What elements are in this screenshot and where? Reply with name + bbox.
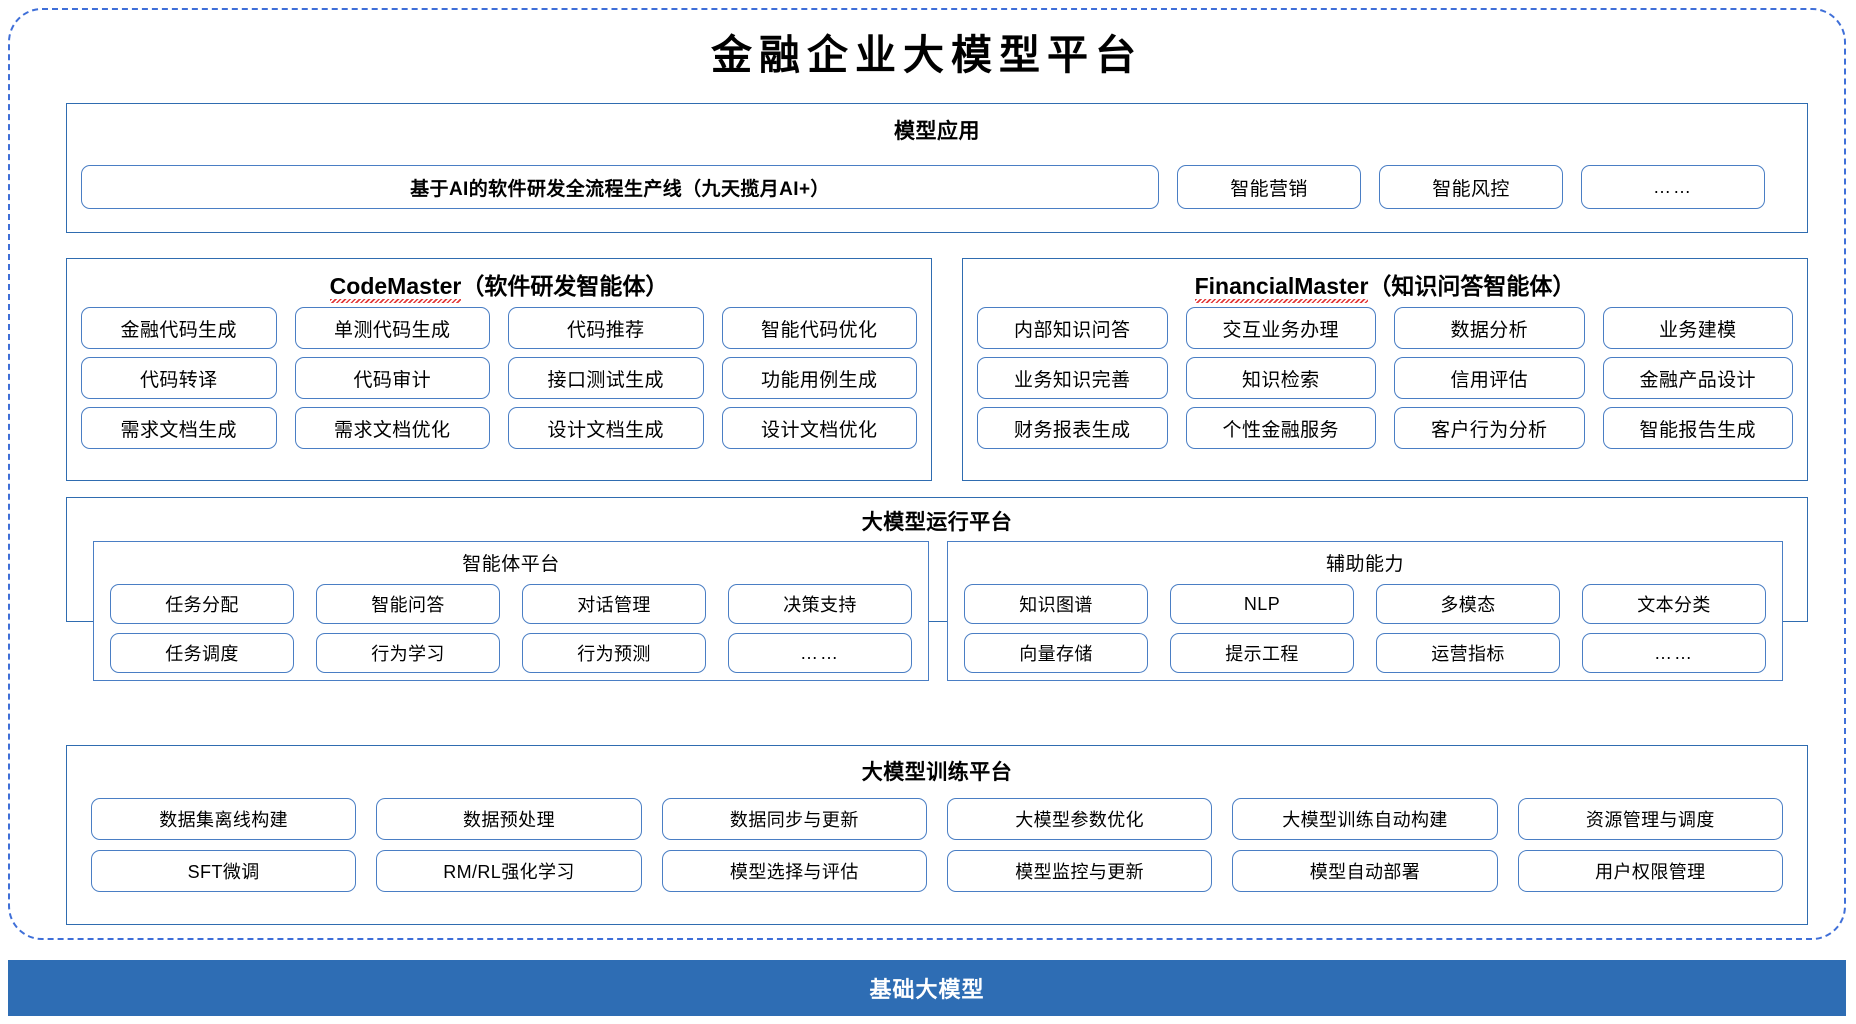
pill-runtime-feature[interactable]: 决策支持 bbox=[728, 584, 912, 624]
pill-aux-feature[interactable]: NLP bbox=[1170, 584, 1354, 624]
pill-runtime-more[interactable]: …… bbox=[728, 633, 912, 673]
pill-capability[interactable]: 代码推荐 bbox=[508, 307, 704, 349]
pill-training-feature[interactable]: 模型选择与评估 bbox=[661, 850, 927, 892]
financialmaster-capability-grid: 内部知识问答 交互业务办理 数据分析 业务建模 业务知识完善 知识检索 信用评估… bbox=[977, 307, 1793, 449]
pill-capability[interactable]: 需求文档生成 bbox=[81, 407, 277, 449]
pill-runtime-feature[interactable]: 行为学习 bbox=[316, 633, 500, 673]
pill-capability[interactable]: 单测代码生成 bbox=[294, 307, 490, 349]
pill-capability[interactable]: 设计文档生成 bbox=[508, 407, 704, 449]
pill-capability[interactable]: 个性金融服务 bbox=[1185, 407, 1376, 449]
section-training-platform: 大模型训练平台 数据集离线构建 数据预处理 数据同步与更新 大模型参数优化 大模… bbox=[66, 745, 1808, 925]
pill-aux-feature[interactable]: 知识图谱 bbox=[964, 584, 1148, 624]
pill-training-feature[interactable]: 大模型参数优化 bbox=[947, 798, 1213, 840]
pill-training-feature[interactable]: 模型监控与更新 bbox=[947, 850, 1213, 892]
pill-smart-marketing[interactable]: 智能营销 bbox=[1177, 165, 1361, 209]
pill-training-feature[interactable]: 资源管理与调度 bbox=[1517, 798, 1783, 840]
panel-codemaster: CodeMaster（软件研发智能体） 金融代码生成 单测代码生成 代码推荐 智… bbox=[66, 258, 932, 481]
page-title: 金融企业大模型平台 bbox=[711, 31, 1143, 79]
pill-capability[interactable]: 客户行为分析 bbox=[1394, 407, 1585, 449]
pill-capability[interactable]: 代码审计 bbox=[294, 357, 490, 399]
pill-training-feature[interactable]: 大模型训练自动构建 bbox=[1232, 798, 1498, 840]
pill-capability[interactable]: 代码转译 bbox=[81, 357, 277, 399]
pill-capability[interactable]: 需求文档优化 bbox=[294, 407, 490, 449]
financialmaster-suffix: （知识问答智能体） bbox=[1368, 273, 1576, 299]
pill-ai-pipeline[interactable]: 基于AI的软件研发全流程生产线（九天揽月AI+） bbox=[81, 165, 1159, 209]
training-platform-grid: 数据集离线构建 数据预处理 数据同步与更新 大模型参数优化 大模型训练自动构建 … bbox=[91, 798, 1783, 892]
codemaster-name: CodeMaster bbox=[329, 273, 462, 303]
panel-title-financialmaster: FinancialMaster（知识问答智能体） bbox=[963, 267, 1807, 303]
pill-capability[interactable]: 金融产品设计 bbox=[1602, 357, 1793, 399]
pill-training-feature[interactable]: 数据预处理 bbox=[376, 798, 642, 840]
pill-capability[interactable]: 智能代码优化 bbox=[721, 307, 917, 349]
section-title-training-platform: 大模型训练平台 bbox=[861, 761, 1013, 784]
pill-capability[interactable]: 知识检索 bbox=[1185, 357, 1376, 399]
subpanel-agent-platform: 智能体平台 任务分配 智能问答 对话管理 决策支持 任务调度 行为学习 行为预测… bbox=[93, 541, 929, 681]
pill-runtime-feature[interactable]: 智能问答 bbox=[316, 584, 500, 624]
pill-capability[interactable]: 交互业务办理 bbox=[1185, 307, 1376, 349]
pill-capability[interactable]: 业务知识完善 bbox=[977, 357, 1168, 399]
pill-aux-more[interactable]: …… bbox=[1582, 633, 1766, 673]
pill-training-feature[interactable]: 用户权限管理 bbox=[1517, 850, 1783, 892]
pill-aux-feature[interactable]: 提示工程 bbox=[1170, 633, 1354, 673]
pill-more-applications[interactable]: …… bbox=[1581, 165, 1765, 209]
base-model-bar: 基础大模型 bbox=[8, 960, 1846, 1016]
panel-title-codemaster: CodeMaster（软件研发智能体） bbox=[67, 267, 931, 303]
pill-runtime-feature[interactable]: 任务分配 bbox=[110, 584, 294, 624]
pill-capability[interactable]: 信用评估 bbox=[1394, 357, 1585, 399]
auxiliary-ability-grid: 知识图谱 NLP 多模态 文本分类 向量存储 提示工程 运营指标 …… bbox=[964, 584, 1766, 673]
pill-aux-feature[interactable]: 多模态 bbox=[1376, 584, 1560, 624]
subpanel-title-agent-platform: 智能体平台 bbox=[462, 554, 560, 575]
pill-aux-feature[interactable]: 运营指标 bbox=[1376, 633, 1560, 673]
pill-aux-feature[interactable]: 向量存储 bbox=[964, 633, 1148, 673]
base-model-label: 基础大模型 bbox=[869, 977, 985, 1002]
codemaster-suffix: （软件研发智能体） bbox=[461, 273, 669, 299]
section-title-runtime-platform: 大模型运行平台 bbox=[861, 511, 1013, 534]
pill-training-feature[interactable]: 数据同步与更新 bbox=[661, 798, 927, 840]
pill-capability[interactable]: 财务报表生成 bbox=[977, 407, 1168, 449]
pill-capability[interactable]: 接口测试生成 bbox=[508, 357, 704, 399]
pill-training-feature[interactable]: SFT微调 bbox=[91, 850, 357, 892]
pill-runtime-feature[interactable]: 对话管理 bbox=[522, 584, 706, 624]
pill-runtime-feature[interactable]: 行为预测 bbox=[522, 633, 706, 673]
agent-platform-grid: 任务分配 智能问答 对话管理 决策支持 任务调度 行为学习 行为预测 …… bbox=[110, 584, 912, 673]
codemaster-capability-grid: 金融代码生成 单测代码生成 代码推荐 智能代码优化 代码转译 代码审计 接口测试… bbox=[81, 307, 917, 449]
pill-training-feature[interactable]: 模型自动部署 bbox=[1232, 850, 1498, 892]
panel-financialmaster: FinancialMaster（知识问答智能体） 内部知识问答 交互业务办理 数… bbox=[962, 258, 1808, 481]
pill-smart-risk-control[interactable]: 智能风控 bbox=[1379, 165, 1563, 209]
pill-training-feature[interactable]: 数据集离线构建 bbox=[91, 798, 357, 840]
pill-capability[interactable]: 业务建模 bbox=[1602, 307, 1793, 349]
section-runtime-platform: 大模型运行平台 智能体平台 任务分配 智能问答 对话管理 决策支持 任务调度 行… bbox=[66, 497, 1808, 681]
pill-capability[interactable]: 设计文档优化 bbox=[721, 407, 917, 449]
financialmaster-name: FinancialMaster bbox=[1194, 273, 1369, 303]
model-application-items: 基于AI的软件研发全流程生产线（九天揽月AI+） 智能营销 智能风控 …… bbox=[81, 165, 1793, 209]
pill-capability[interactable]: 智能报告生成 bbox=[1602, 407, 1793, 449]
subpanel-auxiliary-ability: 辅助能力 知识图谱 NLP 多模态 文本分类 向量存储 提示工程 运营指标 …… bbox=[947, 541, 1783, 681]
pill-runtime-feature[interactable]: 任务调度 bbox=[110, 633, 294, 673]
subpanel-title-auxiliary-ability: 辅助能力 bbox=[1325, 554, 1404, 575]
section-title-model-application: 模型应用 bbox=[894, 120, 980, 143]
pill-aux-feature[interactable]: 文本分类 bbox=[1582, 584, 1766, 624]
section-model-application: 模型应用 基于AI的软件研发全流程生产线（九天揽月AI+） 智能营销 智能风控 … bbox=[66, 103, 1808, 233]
pill-training-feature[interactable]: RM/RL强化学习 bbox=[376, 850, 642, 892]
pill-capability[interactable]: 金融代码生成 bbox=[81, 307, 277, 349]
pill-capability[interactable]: 功能用例生成 bbox=[721, 357, 917, 399]
diagram-outer-frame: 金融企业大模型平台 模型应用 基于AI的软件研发全流程生产线（九天揽月AI+） … bbox=[8, 8, 1846, 940]
pill-capability[interactable]: 内部知识问答 bbox=[977, 307, 1168, 349]
pill-capability[interactable]: 数据分析 bbox=[1394, 307, 1585, 349]
